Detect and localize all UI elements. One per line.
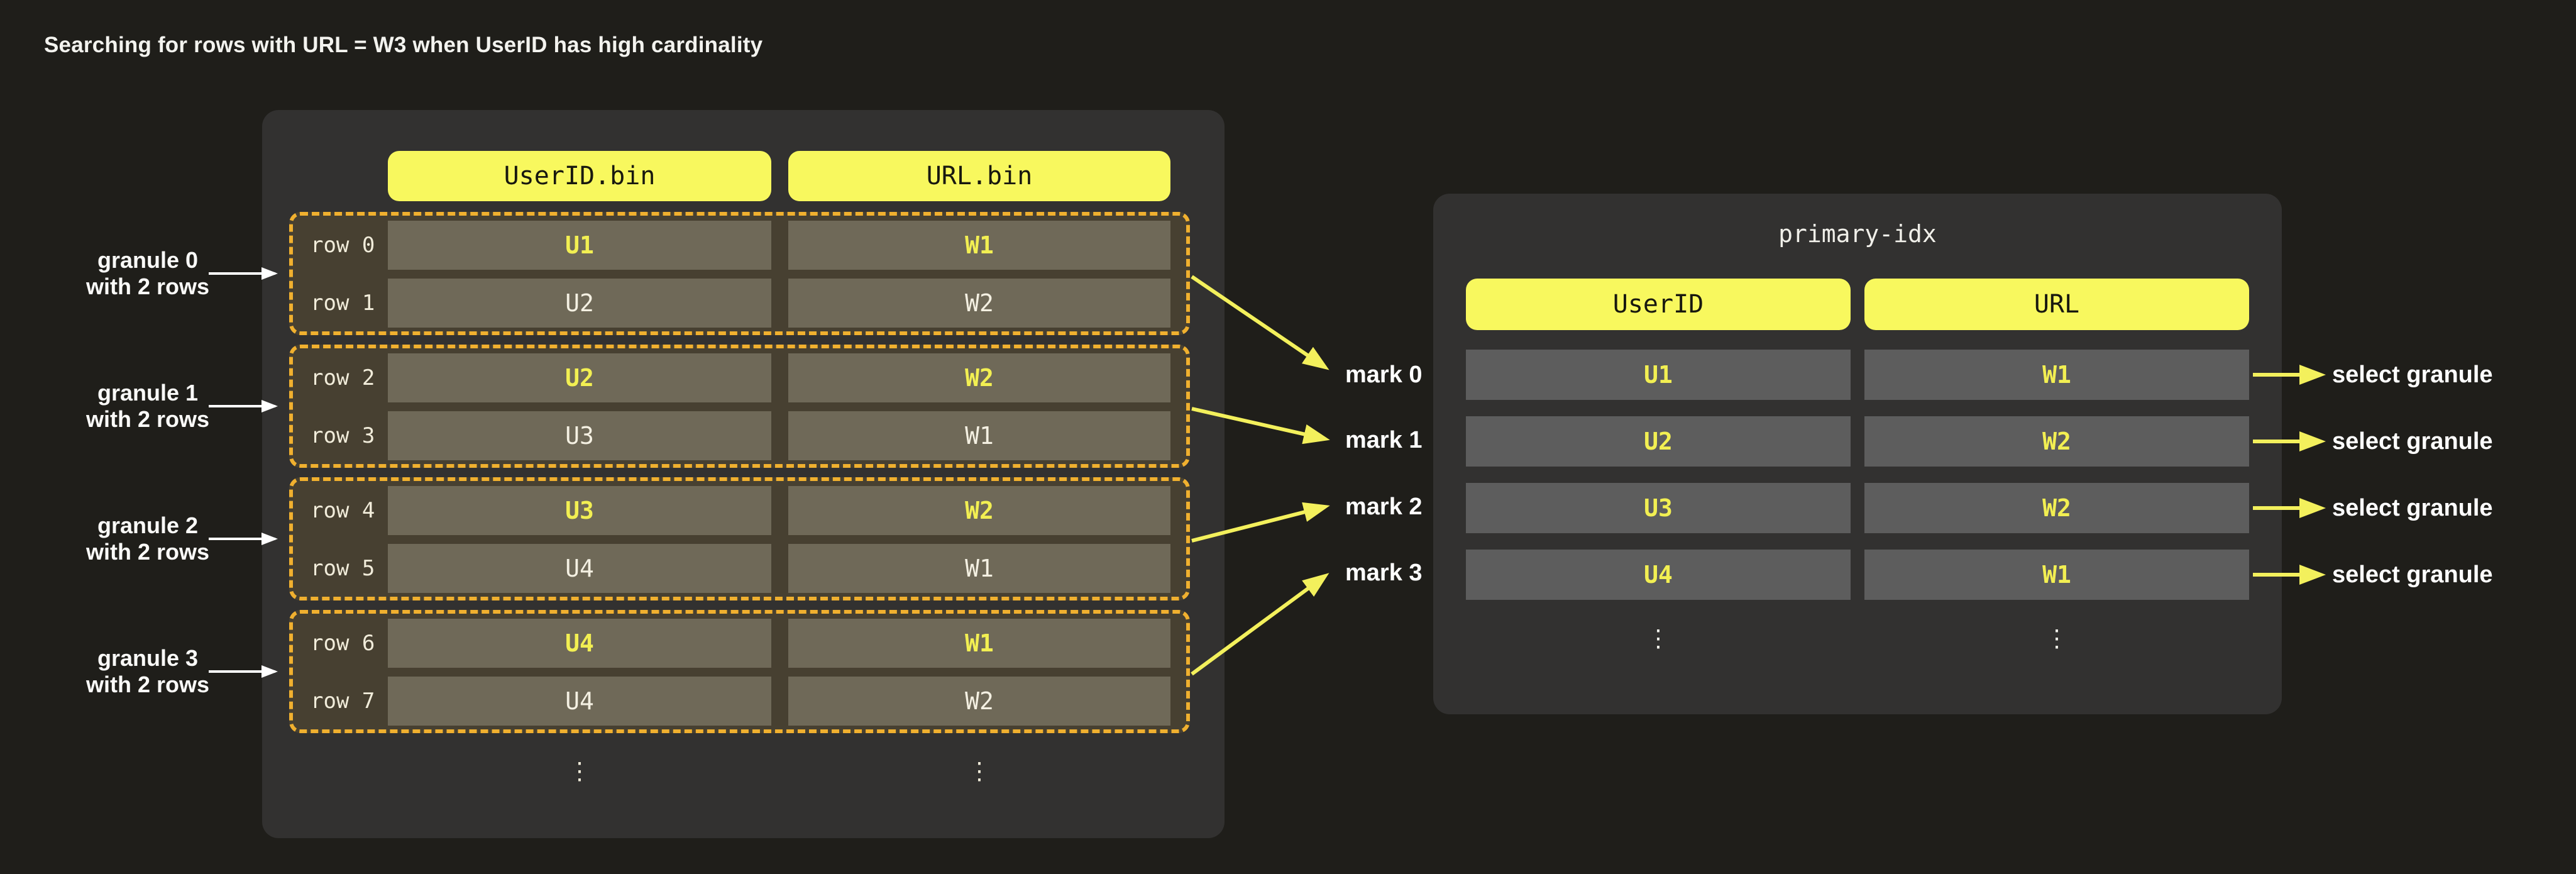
table-row: row 3 U3 W1 <box>293 411 1186 460</box>
column-header-userid: UserID <box>1466 279 1851 330</box>
select-granule-label-0: select granule <box>2332 362 2493 388</box>
table-row: row 7 U4 W2 <box>293 677 1186 726</box>
userid-cell: U1 <box>388 221 771 270</box>
idx-url-cell: W2 <box>1864 416 2249 467</box>
table-row: row 0 U1 W1 <box>293 221 1186 270</box>
url-cell: W2 <box>788 486 1170 535</box>
column-header-url: URL <box>1864 279 2249 330</box>
granule-label-line2: with 2 rows <box>85 539 210 565</box>
granule-1-label: granule 1 with 2 rows <box>50 380 245 433</box>
mark-0-label: mark 0 <box>1345 362 1423 388</box>
granule-label-line1: granule 1 <box>97 380 199 406</box>
mark-1-label: mark 1 <box>1345 427 1423 453</box>
granule-box-3: row 6 U4 W1 row 7 U4 W2 <box>289 610 1190 733</box>
userid-cell: U2 <box>388 353 771 402</box>
idx-url-cell: W1 <box>1864 350 2249 400</box>
url-bin-ellipsis: ⋮ <box>967 757 991 785</box>
url-cell: W2 <box>788 677 1170 726</box>
userid-cell: U4 <box>388 544 771 593</box>
row-label: row 2 <box>311 365 375 390</box>
granule-label-line1: granule 2 <box>97 512 199 538</box>
table-row: row 5 U4 W1 <box>293 544 1186 593</box>
userid-cell: U4 <box>388 677 771 726</box>
row-label: row 0 <box>311 233 375 258</box>
idx-url-cell: W2 <box>1864 483 2249 533</box>
url-cell: W1 <box>788 411 1170 460</box>
idx-userid-cell: U3 <box>1466 483 1851 533</box>
granule-label-line1: granule 3 <box>97 645 199 671</box>
idx-url-ellipsis: ⋮ <box>2045 624 2069 652</box>
granule-label-line1: granule 0 <box>97 247 199 273</box>
row-label: row 6 <box>311 631 375 656</box>
userid-cell: U4 <box>388 619 771 668</box>
userid-cell: U2 <box>388 279 771 328</box>
primary-idx-title: primary-idx <box>1778 220 1937 248</box>
granule-2-label: granule 2 with 2 rows <box>50 512 245 565</box>
row-label: row 5 <box>311 556 375 581</box>
idx-userid-ellipsis: ⋮ <box>1646 624 1670 652</box>
userid-cell: U3 <box>388 411 771 460</box>
url-cell: W1 <box>788 619 1170 668</box>
idx-userid-cell: U2 <box>1466 416 1851 467</box>
granule-box-1: row 2 U2 W2 row 3 U3 W1 <box>289 345 1190 468</box>
row-label: row 4 <box>311 498 375 523</box>
granule-label-line2: with 2 rows <box>85 274 210 299</box>
url-cell: W2 <box>788 279 1170 328</box>
mark-3-label: mark 3 <box>1345 560 1423 586</box>
column-header-userid-bin: UserID.bin <box>388 151 771 201</box>
granule-label-line2: with 2 rows <box>85 672 210 697</box>
row-label: row 3 <box>311 423 375 448</box>
select-granule-label-3: select granule <box>2332 561 2493 588</box>
granule-0-label: granule 0 with 2 rows <box>50 247 245 300</box>
userid-bin-ellipsis: ⋮ <box>568 757 592 785</box>
select-granule-label-2: select granule <box>2332 495 2493 521</box>
idx-userid-cell: U1 <box>1466 350 1851 400</box>
table-row: row 2 U2 W2 <box>293 353 1186 402</box>
table-row: row 1 U2 W2 <box>293 279 1186 328</box>
idx-userid-cell: U4 <box>1466 550 1851 600</box>
url-cell: W2 <box>788 353 1170 402</box>
granule-box-2: row 4 U3 W2 row 5 U4 W1 <box>289 477 1190 600</box>
select-granule-label-1: select granule <box>2332 428 2493 455</box>
mark-2-label: mark 2 <box>1345 494 1423 520</box>
url-cell: W1 <box>788 221 1170 270</box>
row-label: row 7 <box>311 689 375 714</box>
column-header-url-bin: URL.bin <box>788 151 1170 201</box>
table-row: row 4 U3 W2 <box>293 486 1186 535</box>
granule-box-0: row 0 U1 W1 row 1 U2 W2 <box>289 212 1190 335</box>
granule-3-label: granule 3 with 2 rows <box>50 645 245 698</box>
diagram-title: Searching for rows with URL = W3 when Us… <box>44 33 763 57</box>
url-cell: W1 <box>788 544 1170 593</box>
granule-label-line2: with 2 rows <box>85 406 210 432</box>
row-label: row 1 <box>311 290 375 316</box>
userid-cell: U3 <box>388 486 771 535</box>
idx-url-cell: W1 <box>1864 550 2249 600</box>
table-row: row 6 U4 W1 <box>293 619 1186 668</box>
